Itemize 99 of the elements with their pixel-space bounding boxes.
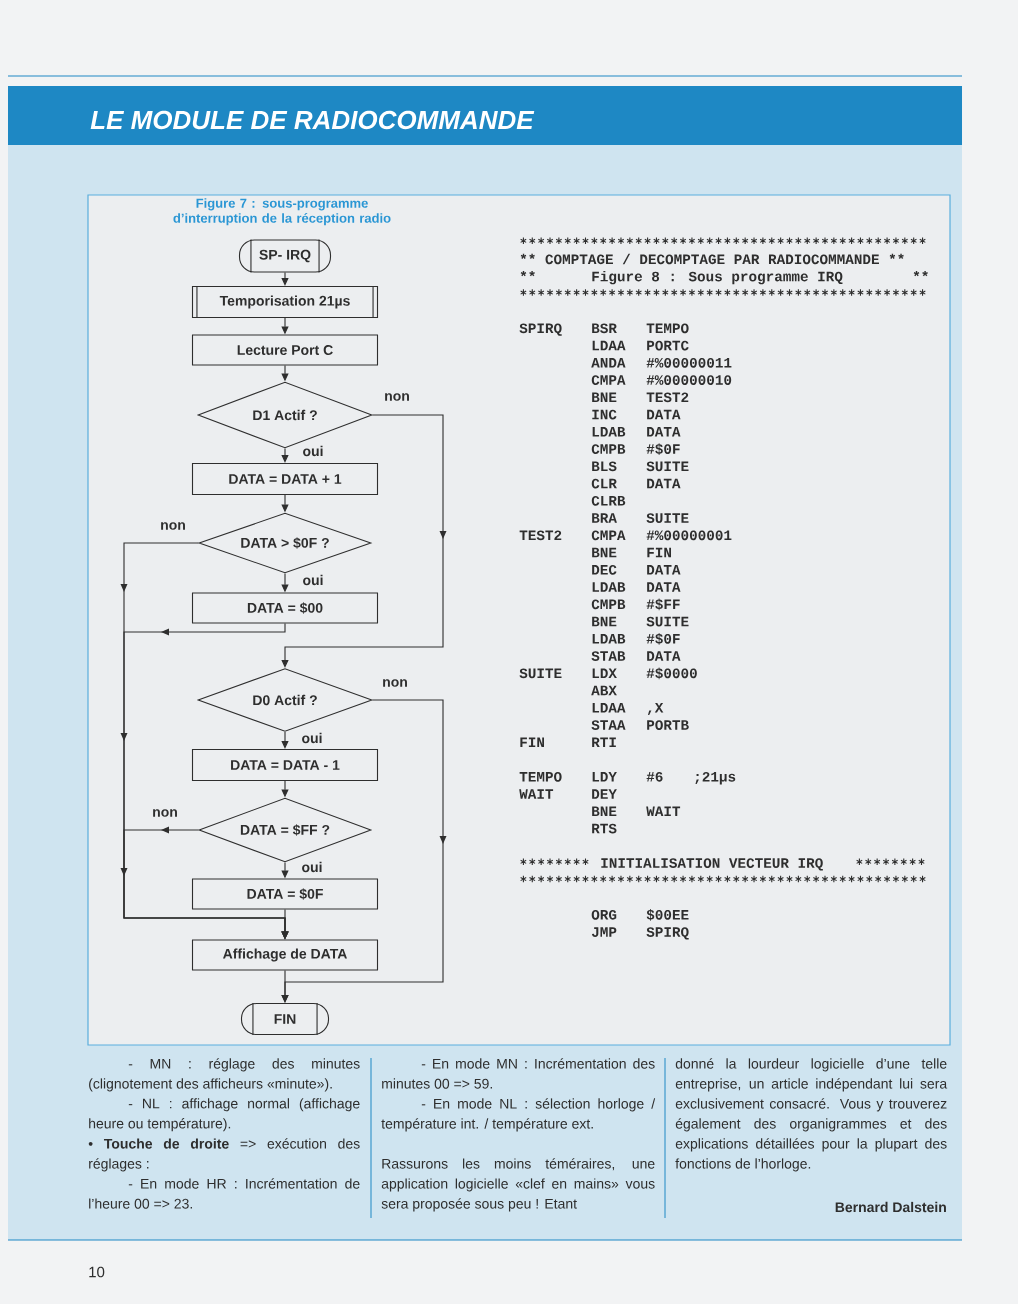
- body-text: - MN : réglage des minutes (clignotement des afficheurs «minute»).: [89, 1058, 360, 1092]
- code-text: LDAB: [592, 427, 626, 437]
- code-text: #$0000: [646, 667, 697, 680]
- page-number: 10: [89, 1266, 105, 1278]
- body-text: Rassurons les moins téméraires, une application logicielle «clef en mains» vous sera proposée sous peu ! Etant: [381, 1158, 655, 1212]
- code-text: SUITE: [646, 616, 689, 627]
- code-text: DEY: [592, 789, 617, 799]
- code-text: **: [520, 270, 535, 277]
- code-text: LDX: [592, 668, 617, 678]
- code-text: #$FF: [646, 598, 680, 611]
- header-band: LE MODULE DE RADIOCOMMANDE: [8, 86, 962, 145]
- code-text: CMPB: [591, 444, 626, 454]
- code-text: LDAB: [592, 582, 626, 592]
- body-text: - NL : affichage normal (affichage heure ou température).: [89, 1098, 360, 1132]
- code-text: BNE: [592, 392, 617, 402]
- code-text: PORTB: [647, 720, 689, 730]
- code-text: RTS: [592, 823, 617, 834]
- code-text: WAIT: [519, 789, 554, 799]
- code-text: TEST2: [519, 530, 562, 541]
- process-box: DATA = $00: [191, 592, 379, 624]
- code-text: DATA: [647, 565, 681, 575]
- edge-label: non: [159, 521, 187, 531]
- terminal-box: SP- IRQ: [238, 238, 332, 274]
- figure-caption: Figure 7 : sous-programme d’interruption de la réception radio: [173, 198, 391, 226]
- code-text: ,X: [648, 703, 664, 716]
- arrow: [281, 272, 289, 286]
- code-text: JMP: [591, 927, 617, 937]
- code-text: BSR: [592, 323, 617, 334]
- code-text: INC: [592, 409, 617, 420]
- code-text: Figure 8 : Sous programme IRQ: [592, 270, 843, 285]
- arrow: [281, 448, 289, 463]
- code-text: RTI: [592, 737, 616, 747]
- process-box: DATA = DATA + 1: [191, 462, 379, 496]
- code-text: BNE: [592, 616, 617, 627]
- edge-label: non: [381, 678, 409, 688]
- subroutine-box: Temporisation 21µs: [191, 285, 379, 319]
- code-text: CMPB: [591, 599, 626, 610]
- code-text: BLS: [592, 461, 617, 472]
- terminal-box: FIN: [240, 1002, 330, 1036]
- code-text: SPIRQ: [519, 323, 562, 336]
- code-text: TEMPO: [519, 771, 562, 782]
- code-text: BRA: [592, 513, 617, 523]
- code-text: **: [913, 270, 928, 277]
- code-text: SUITE: [646, 461, 689, 472]
- body-text: - En mode HR : Incrémentation de l’heure 00 => 23.: [89, 1178, 360, 1209]
- code-text: TEST2: [646, 392, 689, 403]
- code-text: DATA: [647, 582, 681, 592]
- code-text: BNE: [592, 547, 617, 558]
- code-text: #$0F: [646, 443, 680, 455]
- arrow: [281, 731, 289, 749]
- code-text: WAIT: [646, 806, 681, 816]
- code-text: ;21µs: [695, 771, 736, 785]
- code-text: BNE: [592, 806, 617, 816]
- code-text: #$0F: [646, 633, 680, 645]
- code-text: #6: [646, 771, 663, 782]
- code-text: CMPA: [591, 375, 626, 385]
- code-text: STAA: [591, 720, 626, 730]
- code-text: DEC: [592, 564, 617, 575]
- body-text: donné la lourdeur logicielle d’une telle entreprise, un article indépendant lui sera exclusivement consacré. Vous y trouverez également des organigrammes et des explications détaillées pour la plupart des fonctions de l’horloge.: [675, 1058, 948, 1172]
- process-box: DATA = $0F: [191, 878, 379, 910]
- code-text: SPIRQ: [646, 927, 689, 940]
- code-text: SUITE: [519, 668, 562, 679]
- code-text: #%00000011: [646, 357, 732, 368]
- body-text: - En mode NL : sélection horloge / température int. / température ext.: [381, 1098, 656, 1132]
- code-text: CLR: [591, 478, 617, 489]
- edge-label: non: [151, 808, 179, 818]
- code-text: CMPA: [591, 530, 626, 541]
- code-text: PORTC: [647, 340, 689, 351]
- code-text: FIN: [520, 737, 544, 747]
- code-text: TEMPO: [646, 323, 689, 334]
- code-text: ANDA: [591, 358, 626, 368]
- body-text: • Touche de droite => exécution des réglages :: [88, 1138, 360, 1172]
- code-text: INITIALISATION VECTEUR IRQ: [601, 858, 823, 871]
- process-box: Affichage de DATA: [191, 939, 379, 971]
- code-text: LDAA: [592, 703, 626, 713]
- edge-label: non: [383, 392, 411, 402]
- code-text: STAB: [591, 651, 626, 661]
- code-text: LDAA: [592, 340, 626, 351]
- code-text: LDAB: [592, 634, 626, 644]
- code-text: LDY: [592, 772, 617, 782]
- body-text: - En mode MN : Incrémentation des minutes 00 => 59.: [382, 1058, 655, 1089]
- code-text: CLRB: [591, 495, 626, 506]
- code-text: DATA: [647, 651, 681, 661]
- author-name: Bernard Dalstein: [835, 1201, 946, 1213]
- arrow: [281, 970, 289, 1003]
- code-text: FIN: [647, 547, 671, 558]
- code-text: DATA: [647, 427, 681, 437]
- code-text: #%00000010: [646, 375, 732, 385]
- process-box: DATA = DATA - 1: [191, 748, 379, 782]
- code-text: ORG: [591, 909, 617, 920]
- code-text: ** COMPTAGE / DECOMPTAGE PAR RADIOCOMMANDE **: [520, 253, 904, 265]
- code-text: ABX: [591, 685, 617, 696]
- code-text: $00EE: [646, 909, 689, 921]
- arrow: [281, 414, 447, 668]
- code-text: SUITE: [646, 513, 689, 523]
- process-box: Lecture Port C: [191, 334, 379, 366]
- code-text: DATA: [647, 478, 681, 489]
- code-text: DATA: [647, 409, 681, 420]
- code-text: #%00000001: [646, 530, 732, 541]
